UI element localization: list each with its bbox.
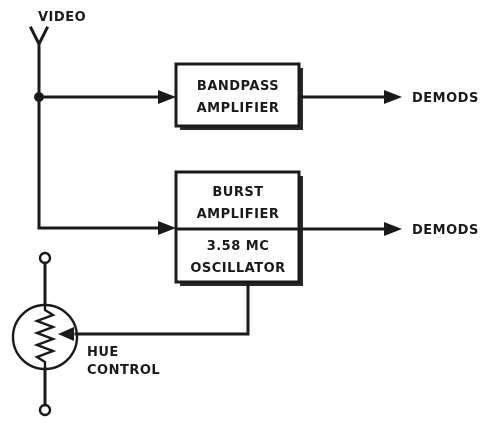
oscillator-line1: 3.58 MC bbox=[207, 239, 270, 254]
demods-bottom-label: DEMODS bbox=[412, 223, 479, 238]
burst-line2: AMPLIFIER bbox=[197, 207, 280, 222]
bandpass-line1: BANDPASS bbox=[197, 79, 279, 94]
arrow-bandpass-out bbox=[384, 90, 402, 104]
arrow-to-burst bbox=[158, 221, 176, 235]
arrow-oscillator-out bbox=[384, 222, 402, 236]
video-label: VIDEO bbox=[38, 10, 86, 25]
bandpass-line2: AMPLIFIER bbox=[197, 101, 280, 116]
hue-label: HUE bbox=[87, 345, 119, 360]
potentiometer-icon bbox=[11, 251, 79, 417]
hue-feedback-wire bbox=[74, 280, 250, 336]
wiper-arrow bbox=[58, 327, 74, 341]
bandpass-amplifier-block: BANDPASS AMPLIFIER bbox=[174, 62, 303, 130]
burst-oscillator-block: BURST AMPLIFIER 3.58 MC OSCILLATOR bbox=[174, 170, 303, 286]
video-input-icon bbox=[28, 25, 50, 60]
oscillator-line2: OSCILLATOR bbox=[190, 261, 285, 276]
demods-top-label: DEMODS bbox=[412, 91, 479, 106]
burst-line1: BURST bbox=[212, 185, 263, 200]
control-label: CONTROL bbox=[87, 363, 160, 378]
arrow-to-bandpass bbox=[158, 90, 176, 104]
